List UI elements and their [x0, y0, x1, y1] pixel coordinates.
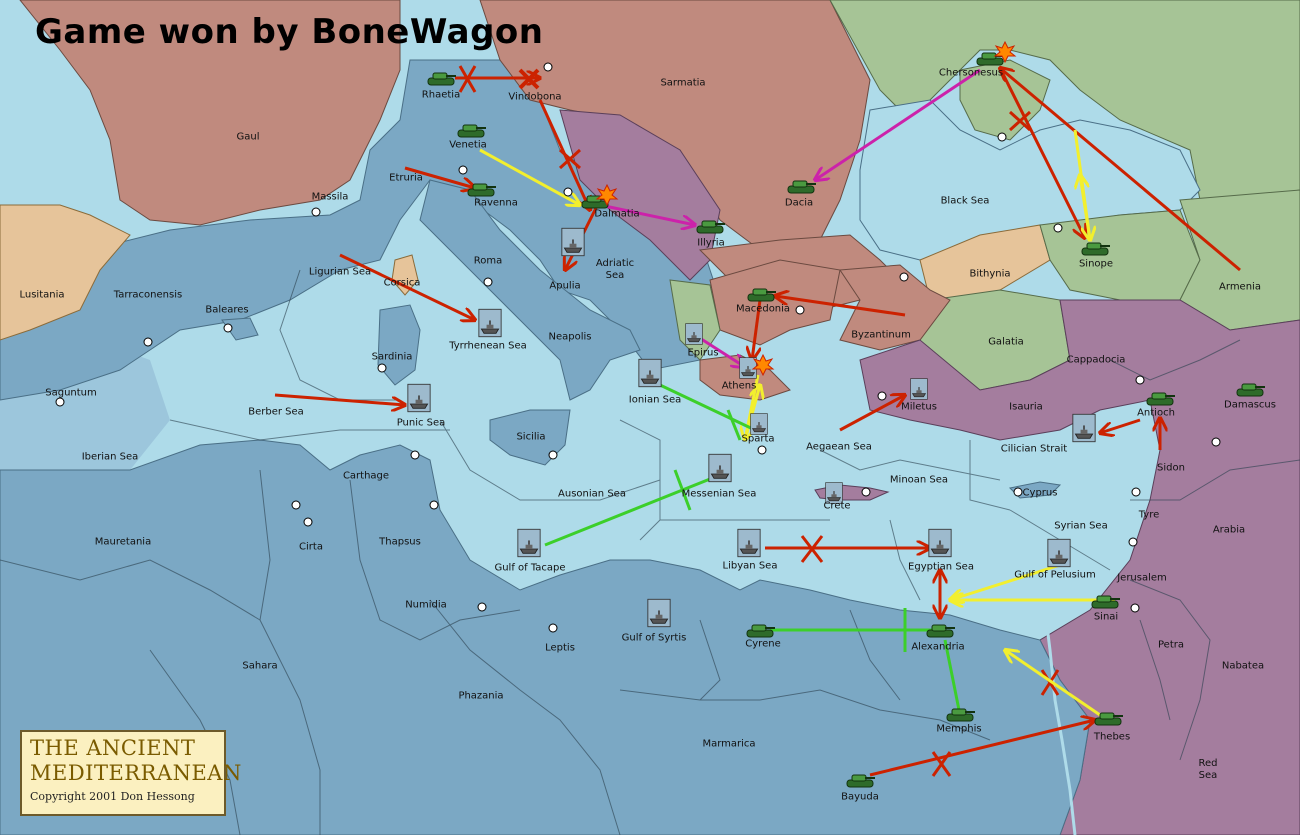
battle-explosions — [595, 40, 1017, 377]
logo-line-2: MEDITERRANEAN — [30, 761, 242, 785]
land-corsica — [391, 254, 419, 296]
land-gaul — [19, 0, 401, 226]
nile-river — [1043, 609, 1077, 835]
orders-red — [274, 68, 1241, 777]
land-illyria — [559, 109, 721, 281]
land-europe-neutral — [0, 59, 721, 401]
supply-centers — [55, 62, 1221, 633]
orders-yellow — [479, 129, 1115, 717]
orders-magenta — [599, 68, 981, 367]
land-italy — [419, 179, 641, 401]
logo-copyright: Copyright 2001 Don Hessong — [30, 790, 195, 803]
orders-green — [544, 383, 962, 716]
land-africa — [0, 439, 1091, 835]
game-logo: THE ANCIENT MEDITERRANEAN Copyright 2001… — [20, 730, 242, 816]
page-title: Game won by BoneWagon — [35, 12, 544, 52]
land-sarmatia — [479, 0, 871, 251]
logo-line-1: THE ANCIENT — [30, 736, 196, 760]
land-sardinia — [377, 304, 421, 386]
land-lusitania — [0, 204, 131, 341]
dislodged-mark — [518, 68, 540, 90]
land-baleares — [221, 317, 259, 341]
cancel-marks — [458, 65, 1060, 777]
